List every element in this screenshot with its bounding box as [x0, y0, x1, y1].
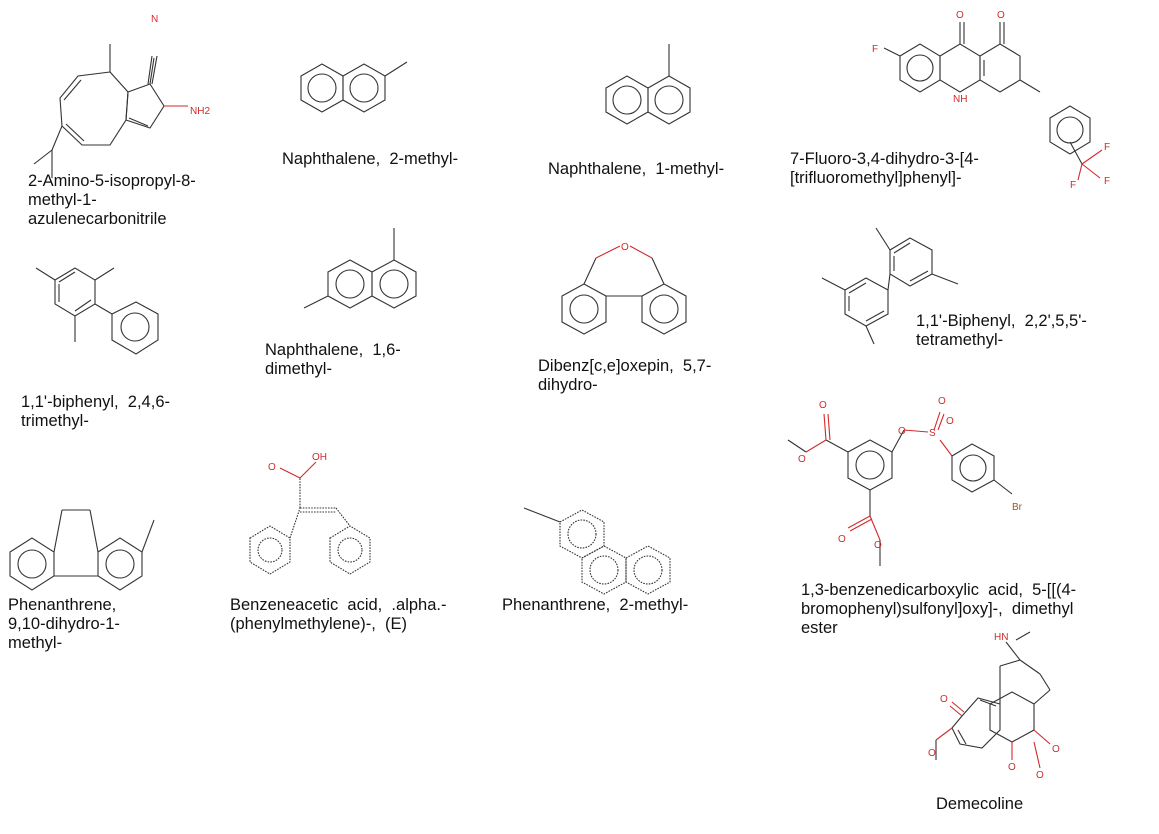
- compound-name-cinnamic-acid: Benzeneacetic acid, .alpha.- (phenylmeth…: [230, 596, 447, 633]
- atom-label: NH: [953, 94, 967, 105]
- structure-cinnamic-acid: O OH: [249, 452, 371, 575]
- structure-naphthalene-2-methyl: [300, 61, 408, 113]
- atom-label: S: [929, 428, 936, 439]
- atom-label: HN: [994, 632, 1008, 643]
- structure-biphenyl-2255-tetramethyl: [821, 227, 959, 345]
- compound-name-phenanthrene-2-methyl: Phenanthrene, 2-methyl-: [502, 596, 689, 614]
- atom-label: Br: [1012, 502, 1023, 513]
- structure-naphthalene-1-methyl: [605, 44, 691, 125]
- atom-label: O: [268, 462, 276, 473]
- atom-label: O: [997, 10, 1005, 21]
- compound-name-isophthalate: 1,3-benzenedicarboxylic acid, 5-[[(4- br…: [801, 581, 1077, 637]
- atom-label: F: [1070, 180, 1076, 191]
- atom-label: F: [1104, 142, 1110, 153]
- structure-naphthalene-16-dimethyl: [303, 228, 417, 309]
- atom-label: O: [819, 400, 827, 411]
- structure-phenanthrene-2-methyl: [523, 507, 671, 595]
- atom-label: O: [938, 396, 946, 407]
- atom-label: O: [928, 748, 936, 759]
- compound-name-naphthalene-2-methyl: Naphthalene, 2-methyl-: [282, 150, 459, 168]
- structure-acridinone: O O F NH F F F: [872, 10, 1110, 191]
- atom-label: O: [621, 242, 629, 253]
- compound-name-biphenyl-2255: 1,1'-Biphenyl, 2,2',5,5'- tetramethyl-: [916, 312, 1087, 349]
- atom-label: O: [1052, 744, 1060, 755]
- compound-name-acridinone: 7-Fluoro-3,4-dihydro-3-[4- [trifluoromet…: [790, 150, 979, 187]
- atom-label: O: [956, 10, 964, 21]
- atom-label: O: [1036, 770, 1044, 781]
- atom-label: OH: [312, 452, 327, 463]
- structure-phenanthrene-dihydro: [9, 509, 155, 591]
- atom-label: O: [1008, 762, 1016, 773]
- compound-name-naphthalene-1-methyl: Naphthalene, 1-methyl-: [548, 160, 725, 178]
- atom-label: N: [151, 14, 158, 25]
- compound-name-phenanthrene-dihydro: Phenanthrene, 9,10-dihydro-1- methyl-: [8, 596, 120, 652]
- structure-azulene: N NH2: [33, 14, 210, 178]
- structure-biphenyl-246-trimethyl: [35, 267, 159, 355]
- structure-demecoline: HN O O O O O: [928, 631, 1060, 781]
- atom-label: O: [898, 426, 906, 437]
- atom-label: O: [946, 416, 954, 427]
- atom-label: O: [838, 534, 846, 545]
- atom-label: O: [940, 694, 948, 705]
- compound-name-azulene: 2-Amino-5-isopropyl-8- methyl-1- azulene…: [28, 172, 196, 228]
- atom-label: F: [872, 44, 878, 55]
- structure-dibenzoxepin: O: [561, 242, 687, 335]
- atom-label: NH2: [190, 106, 210, 117]
- compound-name-demecoline: Demecoline: [936, 795, 1024, 813]
- compound-name-biphenyl-246: 1,1'-biphenyl, 2,4,6- trimethyl-: [21, 393, 170, 430]
- atom-label: O: [798, 454, 806, 465]
- atom-label: O: [874, 540, 882, 551]
- structure-isophthalate-sulfonate: O O O O S O O O Br: [787, 396, 1023, 566]
- compound-name-naphthalene-16: Naphthalene, 1,6- dimethyl-: [265, 341, 401, 378]
- compound-name-dibenzoxepin: Dibenz[c,e]oxepin, 5,7- dihydro-: [538, 357, 712, 394]
- atom-label: F: [1104, 176, 1110, 187]
